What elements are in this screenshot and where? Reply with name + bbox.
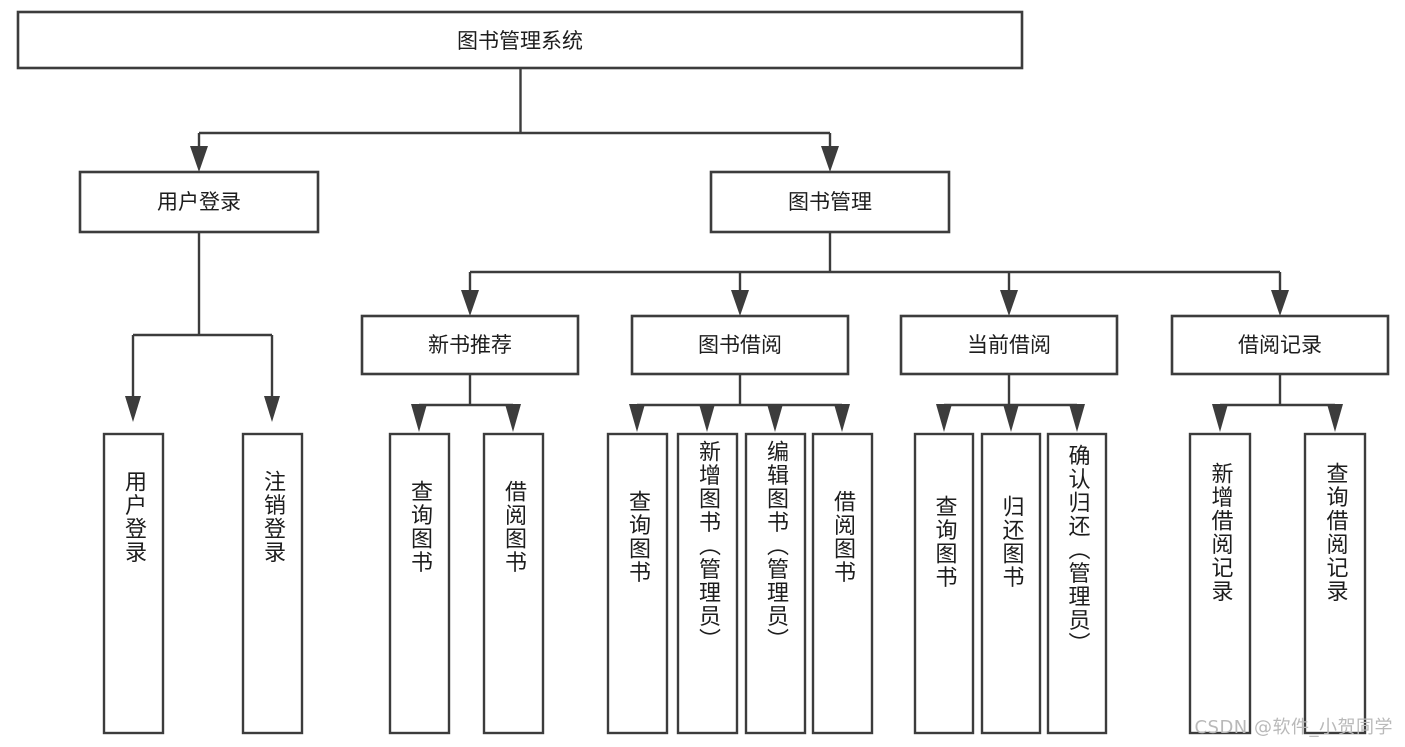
- arrow-leaf-add-book: [699, 404, 715, 432]
- arrow-leaf-query-book-current: [936, 404, 952, 432]
- connector-current-borrow-to-leaves: [936, 374, 1085, 432]
- node-leaf-query-record-box[interactable]: [1303, 432, 1367, 735]
- arrow-leaf-query-book-recommend: [411, 404, 427, 432]
- node-book-borrow[interactable]: 图书借阅: [630, 314, 850, 376]
- node-book-manage-box[interactable]: [709, 170, 951, 234]
- node-leaf-confirm-return-box[interactable]: [1046, 432, 1108, 735]
- arrow-user-login: [190, 146, 208, 172]
- node-current-borrow-box[interactable]: [899, 314, 1119, 376]
- connector-user-login-to-leaves: [125, 232, 280, 422]
- node-leaf-return-book-box[interactable]: [980, 432, 1042, 735]
- node-book-borrow-box[interactable]: [630, 314, 850, 376]
- node-root-box[interactable]: [16, 10, 1024, 70]
- node-user-login-box[interactable]: [78, 170, 320, 234]
- arrow-leaf-borrow-book-recommend: [505, 404, 521, 432]
- node-leaf-borrow-book-box[interactable]: [811, 432, 874, 735]
- arrow-leaf-add-record: [1212, 404, 1228, 432]
- connector-book-borrow-to-leaves: [629, 374, 850, 432]
- csdn-watermark: CSDN @软件_小贺同学: [1194, 717, 1393, 738]
- node-leaf-edit-book-box[interactable]: [744, 432, 807, 735]
- node-leaf-query-book-current-box[interactable]: [913, 432, 975, 735]
- node-borrow-record-label: 借阅记录: [1238, 333, 1322, 357]
- node-leaf-borrow-book-recommend-box[interactable]: [482, 432, 545, 735]
- arrow-new-book-recommend: [461, 290, 479, 316]
- node-book-borrow-label: 图书借阅: [698, 333, 782, 357]
- node-user-login[interactable]: 用户登录: [78, 170, 320, 234]
- connector-borrow-record-to-leaves: [1212, 374, 1343, 432]
- arrow-book-manage: [821, 146, 839, 172]
- arrow-leaf-user-login: [125, 396, 141, 422]
- connector-new-book-to-leaves: [411, 374, 521, 432]
- arrow-book-borrow: [731, 290, 749, 316]
- arrow-leaf-edit-book: [767, 404, 783, 432]
- node-leaf-query-book-recommend-box[interactable]: [388, 432, 451, 735]
- connector-root-to-level2: [190, 68, 839, 172]
- arrow-leaf-confirm-return: [1069, 404, 1085, 432]
- node-user-login-label: 用户登录: [157, 190, 241, 214]
- node-current-borrow[interactable]: 当前借阅: [899, 314, 1119, 376]
- node-leaf-user-login-box[interactable]: [102, 432, 165, 735]
- node-new-book-recommend-label: 新书推荐: [428, 333, 512, 357]
- node-borrow-record-box[interactable]: [1170, 314, 1390, 376]
- node-leaf-user-logout-box[interactable]: [241, 432, 304, 735]
- node-root[interactable]: 图书管理系统: [16, 10, 1024, 70]
- node-new-book-recommend-box[interactable]: [360, 314, 580, 376]
- node-leaf-add-record-box[interactable]: [1188, 432, 1252, 735]
- arrow-leaf-borrow-book: [834, 404, 850, 432]
- arrow-leaf-query-book-borrow: [629, 404, 645, 432]
- node-current-borrow-label: 当前借阅: [967, 333, 1051, 357]
- node-new-book-recommend[interactable]: 新书推荐: [360, 314, 580, 376]
- arrow-current-borrow: [1000, 290, 1018, 316]
- connector-book-manage-to-level3: [461, 232, 1289, 316]
- node-leaf-add-book-box[interactable]: [676, 432, 739, 735]
- node-leaf-query-book-borrow-box[interactable]: [606, 432, 669, 735]
- arrow-leaf-return-book: [1003, 404, 1019, 432]
- arrow-borrow-record: [1271, 290, 1289, 316]
- node-book-manage[interactable]: 图书管理: [709, 170, 951, 234]
- node-borrow-record[interactable]: 借阅记录: [1170, 314, 1390, 376]
- arrow-leaf-query-record: [1327, 404, 1343, 432]
- node-book-manage-label: 图书管理: [788, 190, 872, 214]
- arrow-leaf-user-logout: [264, 396, 280, 422]
- node-root-label: 图书管理系统: [457, 29, 583, 53]
